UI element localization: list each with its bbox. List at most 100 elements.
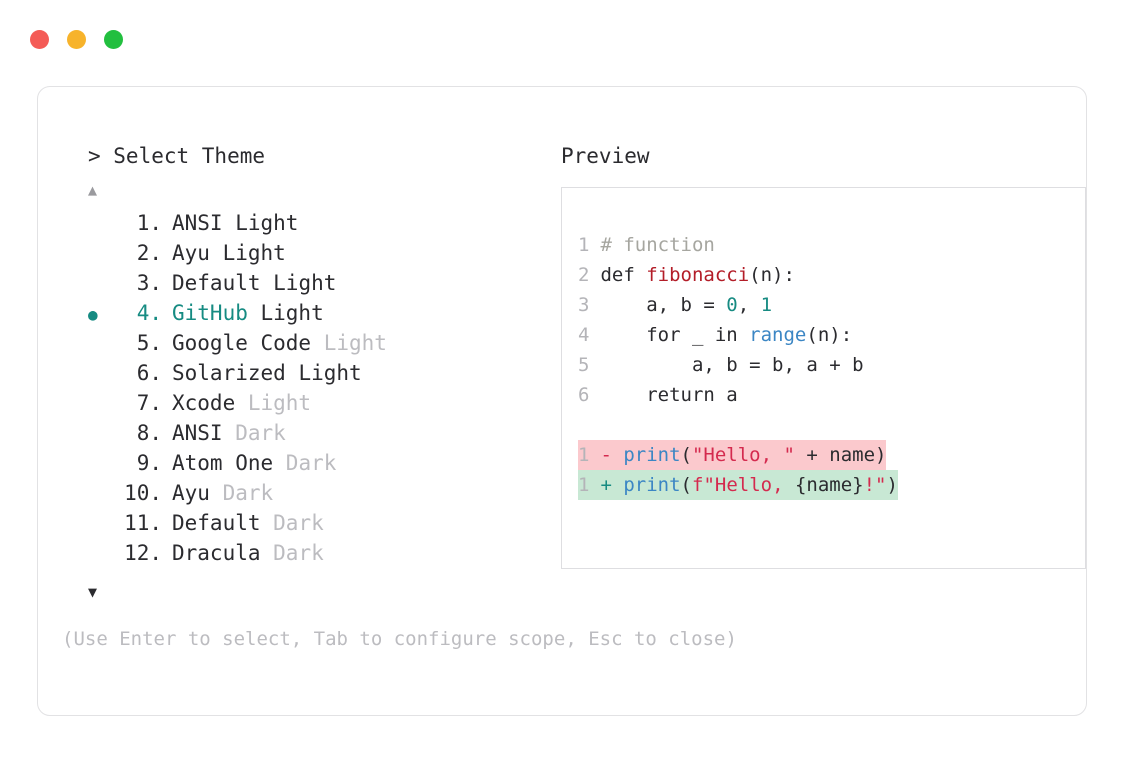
window-traffic-lights [30, 30, 123, 49]
code-token: 0 [726, 294, 738, 316]
theme-item-name: Default [172, 511, 261, 535]
theme-item-variant: Light [235, 391, 312, 415]
theme-item-name: Atom One [172, 451, 274, 475]
theme-item-name: Solarized [172, 361, 286, 385]
code-line: 1 # function [578, 230, 1085, 260]
code-token: (n): [749, 264, 795, 286]
theme-item-number: 5. [136, 331, 162, 355]
code-gutter-space [589, 324, 600, 346]
diff-removed-line: 1 - print("Hello, " + name) [578, 440, 887, 470]
line-number: 1 [578, 234, 590, 256]
theme-item-name: Default [172, 271, 261, 295]
scroll-up-arrow-icon[interactable]: ▲ [88, 181, 98, 199]
code-token: print [623, 474, 681, 496]
code-gutter-space [589, 384, 600, 406]
line-number: 5 [578, 354, 590, 376]
code-gutter-space [589, 264, 600, 286]
code-token: ( [680, 474, 692, 496]
code-token: print [623, 444, 681, 466]
code-token: return a [600, 384, 738, 406]
code-token: + name) [794, 444, 887, 466]
window-minimize-dot[interactable] [67, 30, 86, 49]
code-blank-line [578, 410, 1085, 440]
theme-list-item[interactable]: 7.Xcode Light [88, 388, 558, 418]
theme-item-name: Ayu [172, 481, 210, 505]
code-token: range [749, 324, 807, 346]
theme-item-number: 4. [136, 301, 162, 325]
window-maximize-dot[interactable] [104, 30, 123, 49]
theme-list-item[interactable]: 5. Google Code Light [88, 328, 558, 358]
diff-line: 1 + print(f"Hello, {name}!") [578, 470, 1085, 500]
code-token: f [691, 474, 704, 496]
theme-item-name: ANSI [172, 421, 223, 445]
theme-list-item[interactable]: 9. Atom One Dark [88, 448, 558, 478]
code-gutter-space [589, 294, 600, 316]
theme-item-variant: Dark [260, 541, 324, 565]
theme-list-item[interactable]: 11.Default Dark [88, 508, 558, 538]
theme-list-item[interactable]: ●4.GitHub Light [88, 298, 558, 328]
line-number: 6 [578, 384, 590, 406]
theme-item-variant: Light [311, 331, 387, 355]
theme-item-variant: Light [285, 361, 362, 385]
code-line: 5 a, b = b, a + b [578, 350, 1085, 380]
theme-item-name: GitHub [172, 301, 248, 325]
theme-item-number: 11. [124, 511, 162, 535]
theme-item-number: 8. [136, 421, 162, 445]
diff-line: 1 - print("Hello, " + name) [578, 440, 1085, 470]
theme-item-variant: Dark [209, 481, 274, 505]
diff-added-line: 1 + print(f"Hello, {name}!") [578, 470, 898, 500]
theme-item-name: Google Code [172, 331, 312, 355]
code-token: "Hello, " [691, 444, 795, 466]
theme-item-variant: Light [222, 211, 299, 235]
keyboard-hint: (Use Enter to select, Tab to configure s… [62, 628, 737, 650]
code-token: fibonacci [646, 264, 750, 286]
theme-item-variant: Dark [222, 421, 286, 445]
theme-item-name: Ayu [172, 241, 210, 265]
line-number: 1 [578, 474, 590, 496]
code-token: {name} [794, 474, 864, 496]
theme-list-item[interactable]: 6. Solarized Light [88, 358, 558, 388]
theme-item-number: 1. [136, 211, 162, 235]
code-line: 3 a, b = 0, 1 [578, 290, 1085, 320]
window-close-dot[interactable] [30, 30, 49, 49]
theme-list-item[interactable]: 3.Default Light [88, 268, 558, 298]
theme-item-name: ANSI [172, 211, 223, 235]
theme-item-variant: Dark [273, 451, 337, 475]
theme-item-variant: Light [247, 301, 324, 325]
theme-item-name: Xcode [172, 391, 236, 415]
line-number: 4 [578, 324, 590, 346]
theme-item-number: 12. [124, 541, 162, 565]
code-token: 1 [760, 294, 773, 316]
code-line: 4 for _ in range(n): [578, 320, 1085, 350]
theme-list-item[interactable]: 2.Ayu Light [88, 238, 558, 268]
code-token: # function [600, 234, 715, 256]
diff-minus-marker: - [589, 444, 624, 466]
code-token: !" [863, 474, 887, 496]
theme-list-item[interactable]: 10.Ayu Dark [88, 478, 558, 508]
select-theme-heading: > Select Theme [88, 144, 266, 168]
line-number: 1 [578, 444, 590, 466]
scroll-down-arrow-icon[interactable]: ▼ [88, 583, 98, 601]
code-token: (n): [806, 324, 853, 346]
theme-item-number: 9. [136, 451, 162, 475]
theme-list-item[interactable]: 8. ANSI Dark [88, 418, 558, 448]
theme-list-item[interactable]: 1. ANSI Light [88, 208, 558, 238]
code-gutter-space [589, 354, 600, 376]
code-token: def [600, 264, 647, 286]
code-token: ( [680, 444, 692, 466]
theme-list-item[interactable]: 12.Dracula Dark [88, 538, 558, 568]
theme-item-number: 6. [136, 361, 162, 385]
code-line: 6 return a [578, 380, 1085, 410]
line-number: 2 [578, 264, 590, 286]
code-token: "Hello, [703, 474, 795, 496]
code-gutter-space [589, 234, 600, 256]
theme-item-variant: Light [209, 241, 286, 265]
